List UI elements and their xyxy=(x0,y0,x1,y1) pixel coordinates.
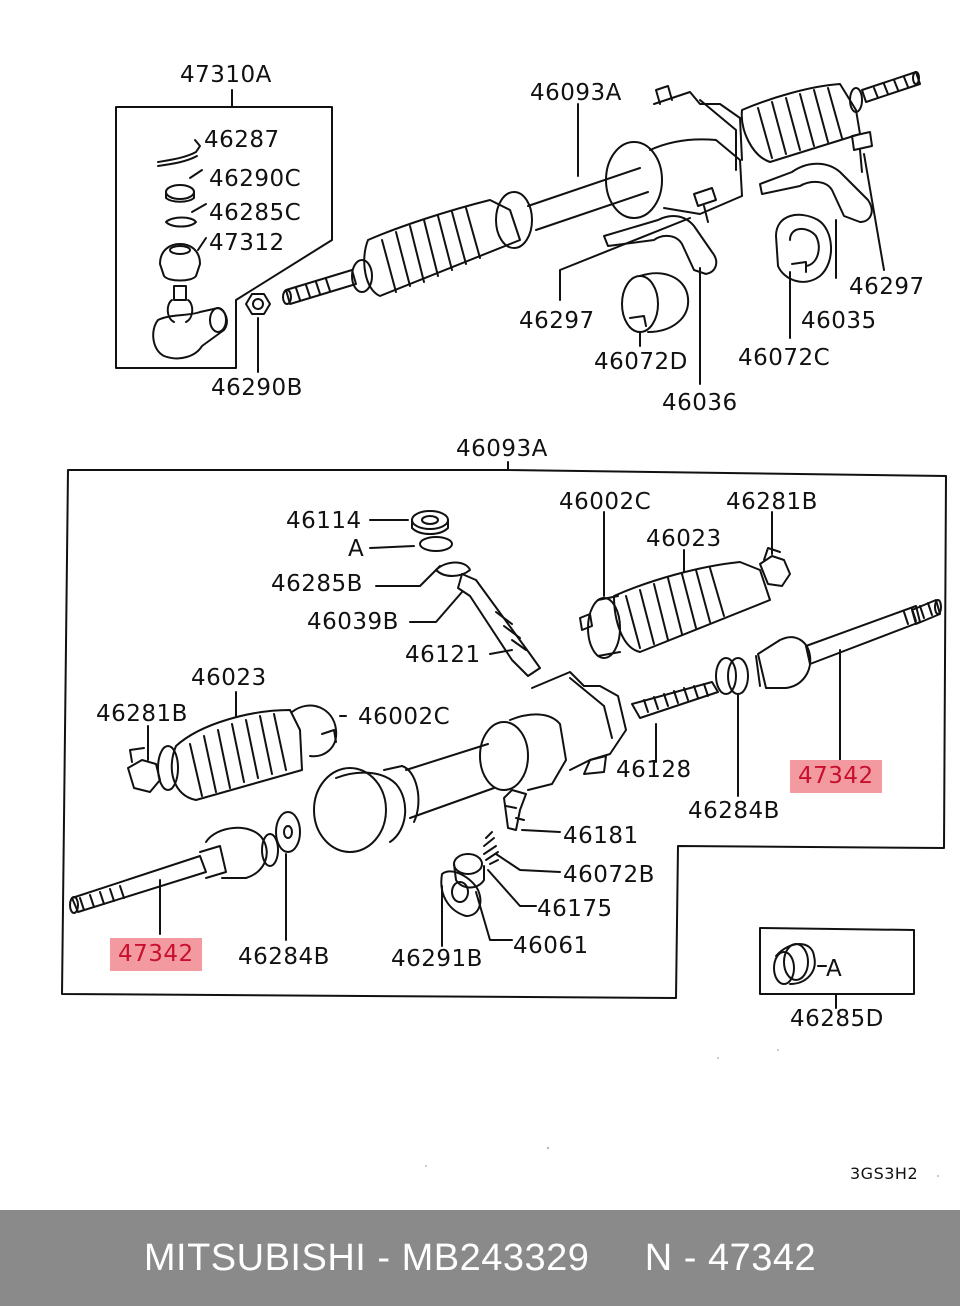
part-label-47342-left: 47342 xyxy=(110,938,202,971)
part-label-46121: 46121 xyxy=(405,642,481,668)
part-label-46284B-left: 46284B xyxy=(238,944,330,970)
part-label-46181: 46181 xyxy=(563,823,639,849)
brand-name: MITSUBISHI xyxy=(143,1236,367,1279)
part-label-A-upper: A xyxy=(348,536,365,562)
part-label-46287: 46287 xyxy=(204,127,280,153)
separator: - xyxy=(366,1236,402,1279)
rack-guide-parts xyxy=(440,789,561,947)
boot-right xyxy=(579,511,791,659)
part-label-code: 3GS3H2 xyxy=(850,1164,919,1183)
part-label-47342-right: 47342 xyxy=(790,760,882,793)
part-label-46002C-left: 46002C xyxy=(358,704,451,730)
part-label-46002C-right: 46002C xyxy=(559,489,652,515)
part-label-46281B-right: 46281B xyxy=(726,489,818,515)
part-label-46285B: 46285B xyxy=(271,571,363,597)
kit-46285D xyxy=(759,927,915,1009)
top-rack-assembly xyxy=(282,71,921,305)
part-label-46175: 46175 xyxy=(537,896,613,922)
part-label-47312: 47312 xyxy=(209,230,285,256)
part-label-46285C: 46285C xyxy=(209,200,302,226)
part-label-46035: 46035 xyxy=(801,308,877,334)
scan-specks xyxy=(425,1049,939,1177)
assembly-frame xyxy=(61,461,947,999)
inner-tie-rod-left xyxy=(69,811,301,941)
part-label-46036: 46036 xyxy=(662,390,738,416)
part-label-A-lower: A xyxy=(826,956,843,982)
part-label-46297-left: 46297 xyxy=(519,308,595,334)
rubber-bush-left xyxy=(621,272,690,347)
footer-bar: MITSUBISHI - MB243329 N - 47342 xyxy=(0,1210,960,1306)
spacer xyxy=(589,1237,644,1280)
part-label-46023-right: 46023 xyxy=(646,526,722,552)
rack-housing xyxy=(313,657,749,853)
part-label-46093A-mid: 46093A xyxy=(456,436,548,462)
part-label-46284B-right: 46284B xyxy=(688,798,780,824)
tie-rod-end-group xyxy=(115,89,333,369)
part-label-46290C: 46290C xyxy=(209,166,302,192)
steering-rack-exploded-diagram xyxy=(61,71,947,1177)
part-label-46039B: 46039B xyxy=(307,609,399,635)
part-label-46285D: 46285D xyxy=(790,1006,884,1032)
boot-left xyxy=(127,691,347,801)
clamp-bracket-left xyxy=(603,215,718,385)
part-label-47310A: 47310A xyxy=(180,62,272,88)
ref-prefix: N - xyxy=(644,1236,708,1279)
ref-number: 47342 xyxy=(707,1236,817,1279)
part-label-46072C: 46072C xyxy=(738,345,831,371)
part-label-46128: 46128 xyxy=(616,757,692,783)
part-label-46093A-top: 46093A xyxy=(530,80,622,106)
part-label-46291B: 46291B xyxy=(391,946,483,972)
part-number: MB243329 xyxy=(401,1236,590,1279)
part-label-46290B: 46290B xyxy=(211,375,303,401)
pinion-parts xyxy=(369,510,541,677)
part-label-46114: 46114 xyxy=(286,508,362,534)
inner-tie-rod-right xyxy=(755,599,942,761)
part-label-46072D: 46072D xyxy=(594,349,688,375)
part-label-46061: 46061 xyxy=(513,933,589,959)
part-label-46281B-left: 46281B xyxy=(96,701,188,727)
part-label-46072B: 46072B xyxy=(563,862,655,888)
part-label-46297-right: 46297 xyxy=(849,274,925,300)
lock-nut xyxy=(245,293,271,373)
clamp-bracket-right xyxy=(759,162,873,279)
rubber-bush-right xyxy=(775,213,833,339)
part-label-46023-left: 46023 xyxy=(191,665,267,691)
